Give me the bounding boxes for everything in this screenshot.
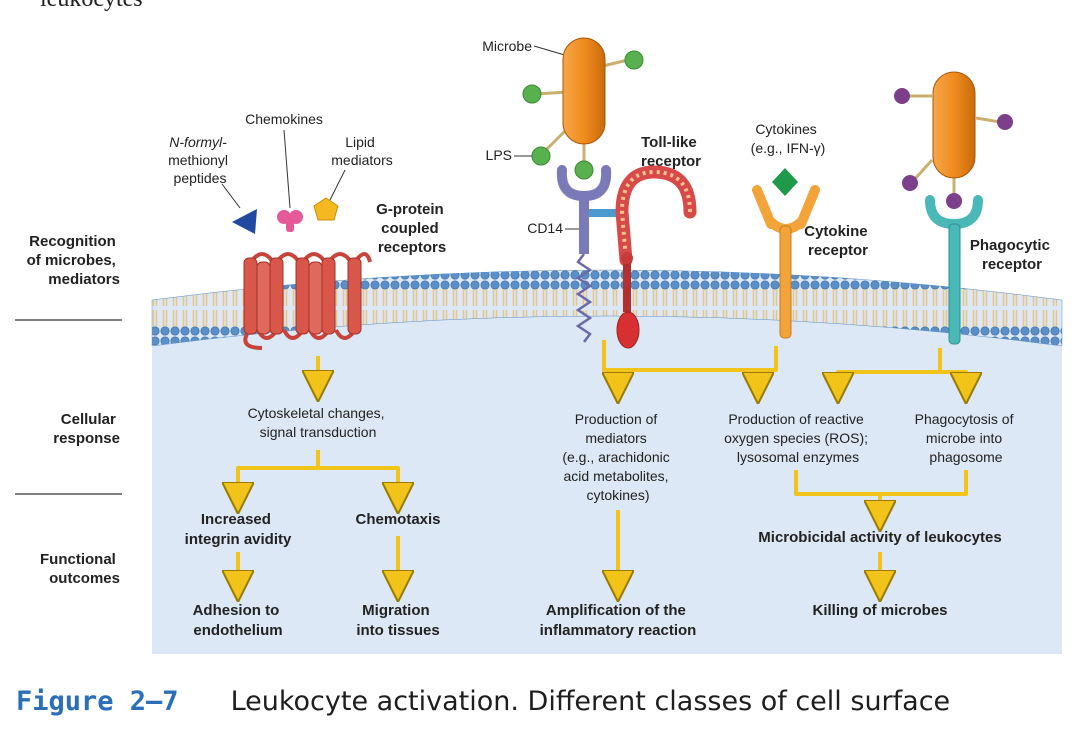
microbe-phagocytic (894, 71, 1013, 209)
row-label-cellular: Cellular response (53, 411, 120, 447)
outcome-adhesion: Adhesion to endothelium (193, 602, 284, 639)
cytokine-diamond (772, 168, 798, 196)
cytokine-receptor (752, 185, 820, 339)
figure-number: Figure 2–7 (16, 686, 179, 717)
response-mediators: Production of mediators (e.g., arachidon… (562, 411, 673, 503)
outcome-chemotaxis: Chemotaxis (355, 511, 440, 528)
response-phagocytosis: Phagocytosis of microbe into phagosome (915, 411, 1018, 465)
leukocyte-activation-diagram: Recognition of microbes, mediators Cellu… (15, 37, 1063, 654)
chemokine-shape (277, 210, 303, 232)
formyl-peptide-triangle (232, 209, 257, 234)
gpcr-receptor (243, 252, 372, 350)
figure-caption-text: Leukocyte activation. Different classes … (230, 686, 951, 717)
header-snippet: leukocytes (40, 0, 143, 13)
label-microbe: Microbe (482, 38, 532, 54)
phagocytic-receptor (925, 195, 983, 345)
label-gpcr: G-protein coupled receptors (376, 201, 448, 256)
row-label-recognition: Recognition of microbes, mediators (27, 233, 120, 288)
label-cd14: CD14 (527, 220, 563, 236)
cell-body (152, 270, 1062, 654)
pathway-arrows (238, 340, 966, 586)
row-label-functional: Functional outcomes (40, 551, 120, 587)
lipid-mediator-pentagon (313, 197, 339, 221)
response-ros: Production of reactive oxygen species (R… (724, 411, 872, 465)
label-cytokines: Cytokines (e.g., IFN-γ) (751, 121, 826, 156)
outcome-killing: Killing of microbes (812, 602, 947, 619)
figure-caption: Figure 2–7 Leukocyte activation. Differen… (16, 686, 950, 717)
label-formyl-peptides: N-formyl- methionyl peptides (168, 134, 232, 186)
label-chemokines: Chemokines (245, 111, 323, 127)
outcome-microbicidal: Microbicidal activity of leukocytes (758, 529, 1001, 546)
label-tlr: Toll-like receptor (641, 134, 701, 170)
label-lipid-mediators: Lipid mediators (331, 134, 392, 168)
toll-like-receptor (615, 165, 697, 349)
outcome-amplification: Amplification of the inflammatory reacti… (540, 602, 697, 639)
cell-membrane (151, 269, 1063, 347)
microbe-lps (522, 37, 644, 180)
cd14-receptor (556, 165, 619, 343)
response-cytoskeletal: Cytoskeletal changes, signal transductio… (248, 405, 389, 440)
label-phagocytic-receptor: Phagocytic receptor (970, 237, 1054, 273)
label-cytokine-receptor: Cytokine receptor (804, 223, 872, 259)
outcome-migration: Migration into tissues (356, 602, 439, 639)
outcome-integrin: Increased integrin avidity (185, 511, 292, 548)
label-lps: LPS (486, 147, 512, 163)
